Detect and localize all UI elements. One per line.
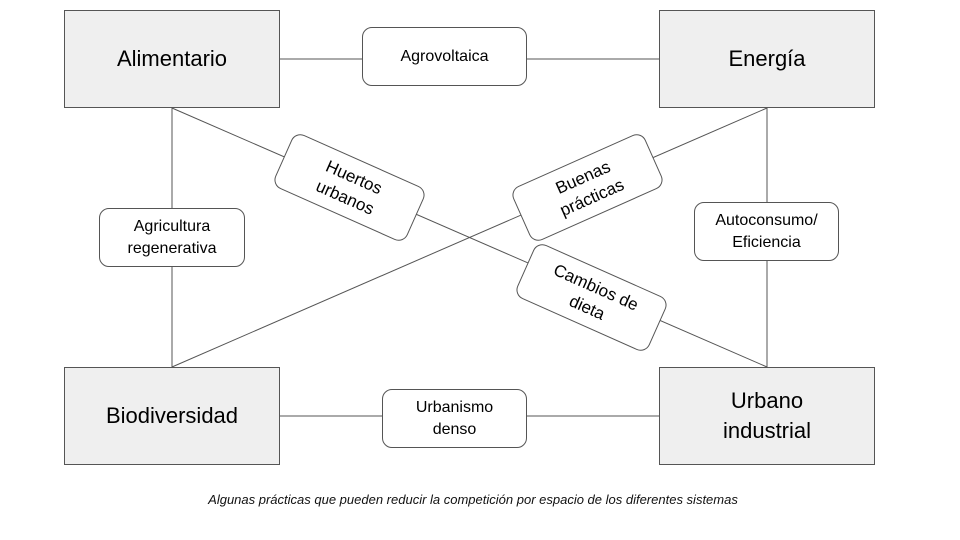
node-urbano-industrial: Urbano industrial xyxy=(659,367,875,465)
node-energia: Energía xyxy=(659,10,875,108)
link-autoconsumo-eficiencia-label: Autoconsumo/ Eficiencia xyxy=(715,211,818,251)
link-agricultura-regenerativa-label: Agricultura regenerativa xyxy=(127,217,217,257)
link-agrovoltaica-label: Agrovoltaica xyxy=(400,47,489,65)
node-energia-label: Energía xyxy=(728,46,806,71)
link-urbanismo-denso-label: Urbanismo denso xyxy=(415,398,494,438)
link-agricultura-regenerativa: Agricultura regenerativa xyxy=(99,208,245,267)
node-alimentario-label: Alimentario xyxy=(116,46,228,71)
link-urbanismo-denso: Urbanismo denso xyxy=(382,389,527,448)
link-autoconsumo-eficiencia: Autoconsumo/ Eficiencia xyxy=(694,202,839,261)
node-urbano-industrial-label: Urbano industrial xyxy=(722,388,812,443)
link-agrovoltaica: Agrovoltaica xyxy=(362,27,527,86)
node-alimentario: Alimentario xyxy=(64,10,280,108)
node-biodiversidad-label: Biodiversidad xyxy=(105,403,239,428)
figure-caption: Algunas prácticas que pueden reducir la … xyxy=(208,492,738,507)
line-energia-biodiversidad xyxy=(171,107,768,368)
node-biodiversidad: Biodiversidad xyxy=(64,367,280,465)
